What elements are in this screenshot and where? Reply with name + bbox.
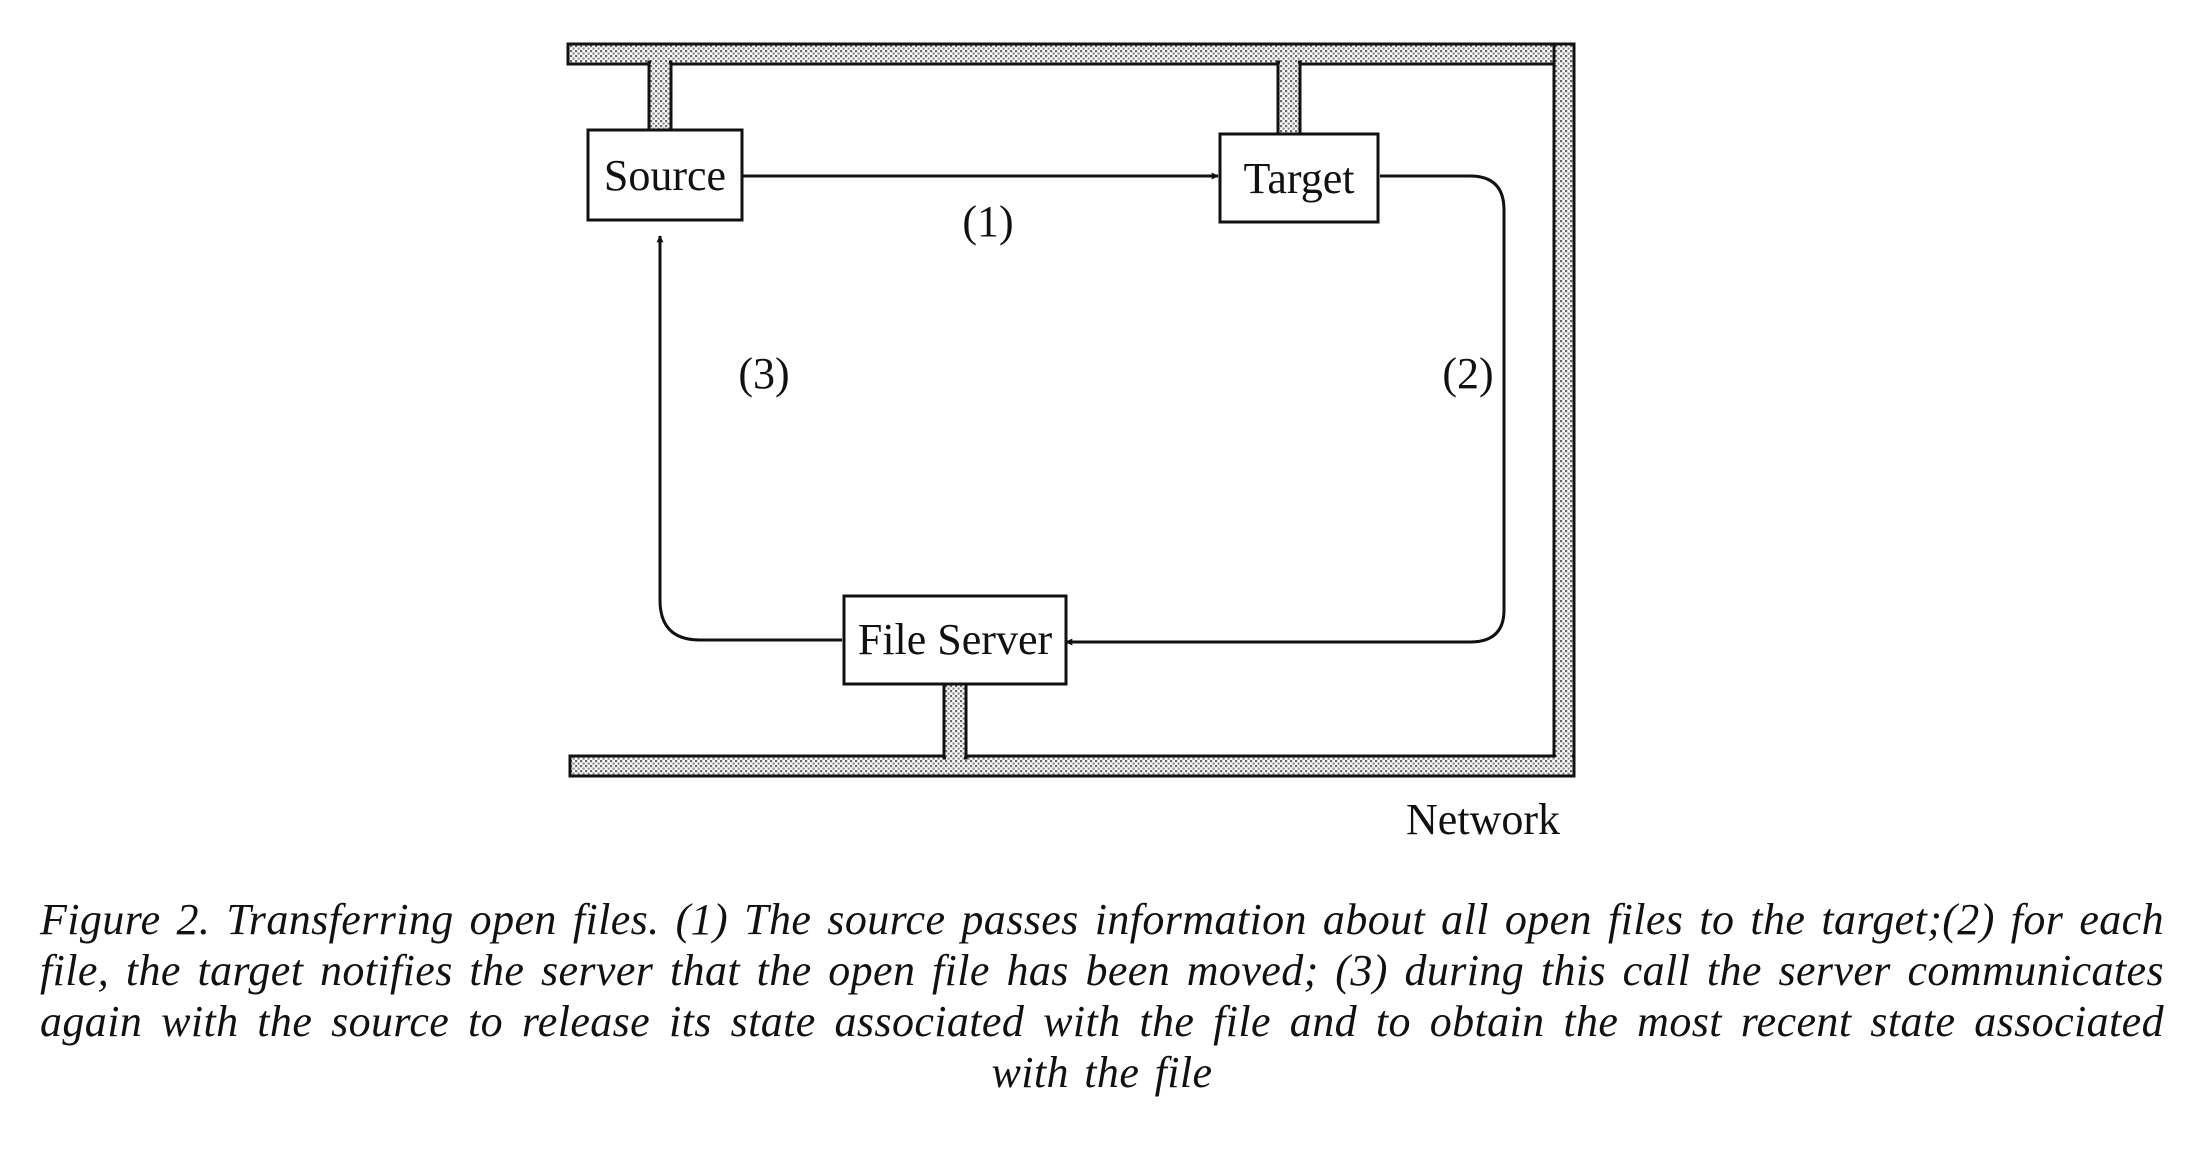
- edge-label-2: (2): [1442, 349, 1493, 398]
- edges: [656, 172, 1506, 646]
- node-target: Target: [1218, 132, 1380, 224]
- node-source-label: Source: [604, 151, 726, 200]
- figure-caption: Figure 2. Transferring open files. (1) T…: [40, 895, 2164, 1097]
- network-label: Network: [1406, 795, 1560, 844]
- node-target-label: Target: [1244, 154, 1355, 203]
- node-file-server: File Server: [842, 594, 1068, 686]
- edge-label-3: (3): [738, 349, 789, 398]
- node-file-server-label: File Server: [858, 615, 1053, 664]
- node-source: Source: [586, 128, 744, 222]
- edge-file-server-to-source: [656, 235, 842, 642]
- edge-target-to-file-server: [1065, 174, 1506, 646]
- edge-label-1: (1): [962, 197, 1013, 246]
